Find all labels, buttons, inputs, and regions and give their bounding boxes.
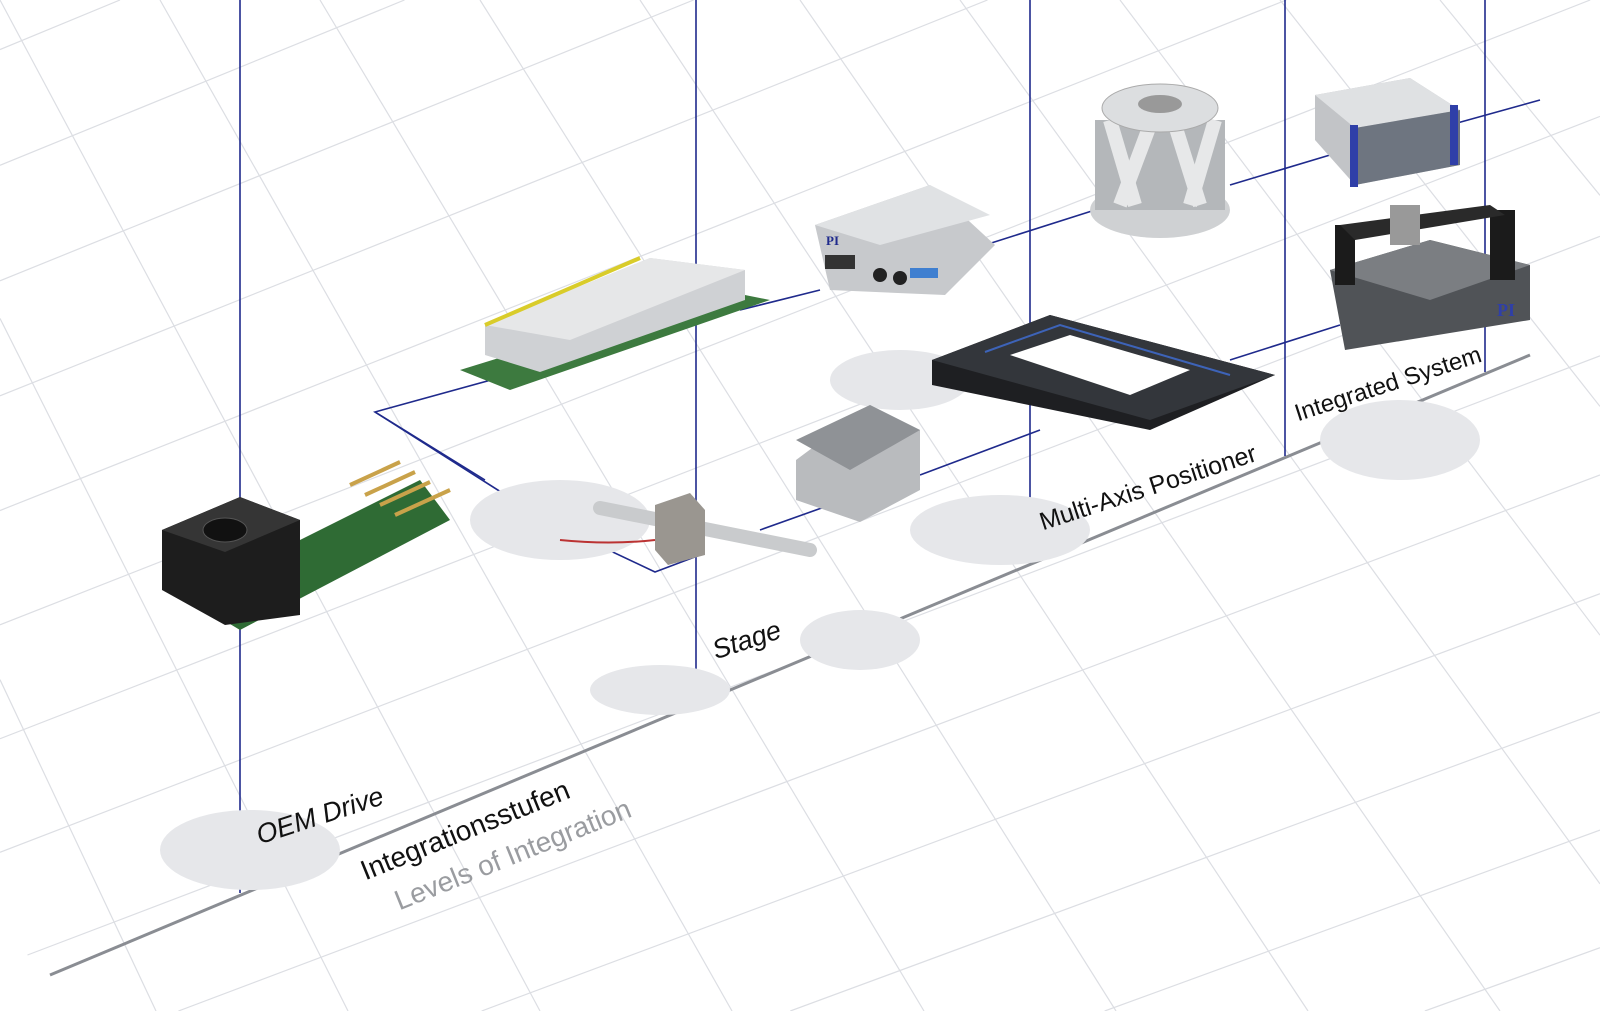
grid-line xyxy=(1439,0,1600,196)
level-lines xyxy=(239,0,1486,893)
xy-stage-product xyxy=(932,315,1275,430)
pi-logo-gantry: PI xyxy=(1497,300,1515,320)
grid-line xyxy=(799,0,1501,1011)
rack-controller-product xyxy=(1315,78,1460,187)
grid-line xyxy=(0,115,1600,740)
grid-line xyxy=(959,0,1600,885)
grid-line xyxy=(0,0,121,51)
grid-line xyxy=(178,474,1600,1011)
grid-line xyxy=(159,0,733,1011)
grid-line xyxy=(479,0,1117,1011)
grid-line xyxy=(1424,947,1600,1011)
oem-drive-product xyxy=(162,460,451,630)
grid-line xyxy=(0,679,157,1011)
grid-line xyxy=(0,0,541,1011)
grid-line xyxy=(481,593,1600,1011)
grid-line xyxy=(0,0,1287,512)
grid-line xyxy=(790,711,1600,1011)
piezo-motor-product xyxy=(559,493,817,565)
driver-board-product xyxy=(460,256,770,390)
grid-line xyxy=(0,0,988,397)
linear-stage-product xyxy=(796,405,920,522)
controller-product: PI xyxy=(815,185,995,295)
gantry-system-product: PI xyxy=(1330,205,1530,350)
hexapod-product xyxy=(1090,83,1230,238)
grid-line xyxy=(1279,0,1600,407)
grid-line xyxy=(0,0,694,282)
product-shadows xyxy=(160,350,1480,890)
grid-line xyxy=(1104,829,1600,1011)
grid-line xyxy=(0,318,349,1011)
pi-logo: PI xyxy=(826,233,839,248)
